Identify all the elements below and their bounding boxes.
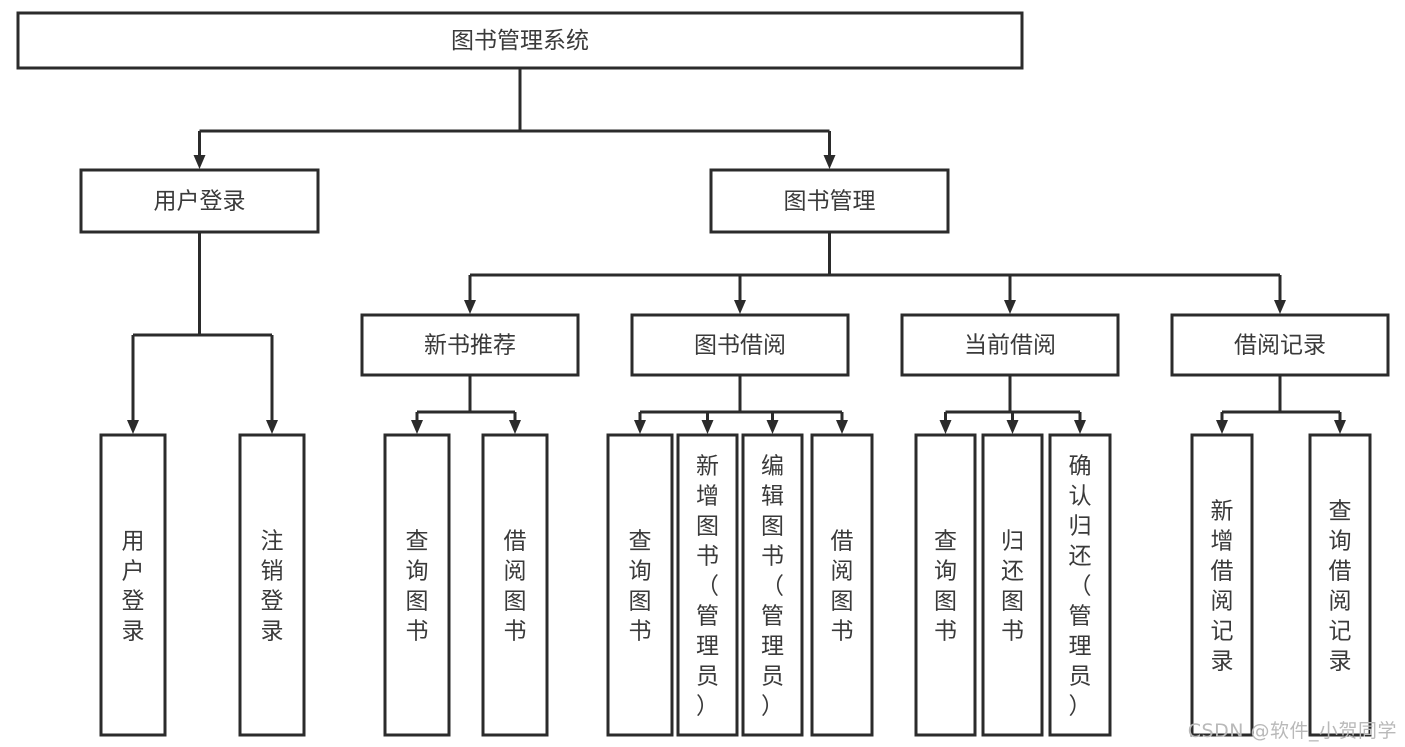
leaf-新增借阅记录-11-label: 新增借阅记录 — [1211, 498, 1234, 674]
watermark-text: CSDN @软件_小贺同学 — [1187, 720, 1397, 742]
leaf-查询图书-2-label: 查询图书 — [406, 528, 429, 644]
arrowhead — [766, 420, 779, 434]
arrowhead — [634, 420, 646, 434]
node-图书借阅-label: 图书借阅 — [694, 333, 786, 359]
leaf-查询图书-4-label: 查询图书 — [629, 528, 652, 644]
leaf-用户登录-0-label: 用户登录 — [122, 528, 145, 644]
node-图书管理系统-label: 图书管理系统 — [451, 28, 589, 54]
leaf-确认归还管理员-10-label: 确认归还（管理员） — [1069, 453, 1092, 719]
node-图书管理系统[interactable]: 图书管理系统 — [16, 11, 1024, 70]
arrowhead — [1074, 420, 1086, 434]
node-当前借阅[interactable]: 当前借阅 — [900, 313, 1120, 377]
leaf-查询图书-8-label: 查询图书 — [934, 528, 957, 644]
leaf-新增图书管理员-5-label: 新增图书（管理员） — [696, 453, 719, 719]
node-用户登录[interactable]: 用户登录 — [79, 168, 320, 234]
arrowhead — [836, 420, 848, 434]
arrowhead — [1006, 420, 1019, 434]
arrowhead — [734, 300, 746, 314]
leaf-注销登录-1-label: 注销登录 — [261, 528, 284, 644]
leaf-编辑图书管理员-6-label: 编辑图书（管理员） — [761, 453, 784, 719]
arrowhead — [939, 420, 952, 434]
node-图书管理[interactable]: 图书管理 — [709, 168, 950, 234]
leaf-注销登录-1[interactable]: 注销登录 — [238, 433, 306, 737]
leaf-查询图书-2[interactable]: 查询图书 — [383, 433, 451, 737]
node-图书借阅[interactable]: 图书借阅 — [630, 313, 850, 377]
leaf-查询图书-4[interactable]: 查询图书 — [606, 433, 674, 737]
leaf-编辑图书管理员-6[interactable]: 编辑图书（管理员） — [741, 433, 804, 737]
connector-lines — [127, 68, 1346, 434]
node-新书推荐[interactable]: 新书推荐 — [360, 313, 580, 377]
arrowhead — [1274, 300, 1286, 314]
leaf-新增借阅记录-11[interactable]: 新增借阅记录 — [1190, 433, 1254, 737]
arrowhead — [464, 300, 476, 314]
arrowhead — [701, 420, 714, 434]
arrowhead — [823, 155, 836, 169]
arrowhead — [193, 155, 206, 169]
arrowhead — [411, 420, 423, 434]
leaf-归还图书-9[interactable]: 归还图书 — [981, 433, 1044, 737]
leaf-借阅图书-7[interactable]: 借阅图书 — [810, 433, 874, 737]
node-当前借阅-label: 当前借阅 — [964, 333, 1056, 359]
arrowhead — [266, 420, 278, 434]
arrowhead — [1334, 420, 1346, 434]
leaf-借阅图书-7-label: 借阅图书 — [831, 528, 854, 644]
leaf-查询借阅记录-12[interactable]: 查询借阅记录 — [1308, 433, 1372, 737]
leaf-确认归还管理员-10[interactable]: 确认归还（管理员） — [1048, 433, 1112, 737]
leaf-归还图书-9-label: 归还图书 — [1001, 528, 1024, 644]
arrowhead — [509, 420, 521, 434]
leaf-查询借阅记录-12-label: 查询借阅记录 — [1329, 498, 1352, 674]
leaf-查询图书-8[interactable]: 查询图书 — [914, 433, 977, 737]
node-boxes: 图书管理系统用户登录图书管理新书推荐图书借阅当前借阅借阅记录用户登录注销登录查询… — [16, 11, 1390, 737]
arrowhead — [1004, 300, 1016, 314]
leaf-用户登录-0[interactable]: 用户登录 — [99, 433, 167, 737]
arrowhead — [127, 420, 139, 434]
node-借阅记录-label: 借阅记录 — [1234, 333, 1326, 359]
node-借阅记录[interactable]: 借阅记录 — [1170, 313, 1390, 377]
arrowhead — [1216, 420, 1228, 434]
leaf-借阅图书-3-label: 借阅图书 — [504, 528, 527, 644]
leaf-新增图书管理员-5[interactable]: 新增图书（管理员） — [676, 433, 739, 737]
leaf-借阅图书-3[interactable]: 借阅图书 — [481, 433, 549, 737]
node-图书管理-label: 图书管理 — [784, 189, 876, 215]
node-用户登录-label: 用户登录 — [154, 189, 246, 215]
node-新书推荐-label: 新书推荐 — [424, 333, 516, 359]
